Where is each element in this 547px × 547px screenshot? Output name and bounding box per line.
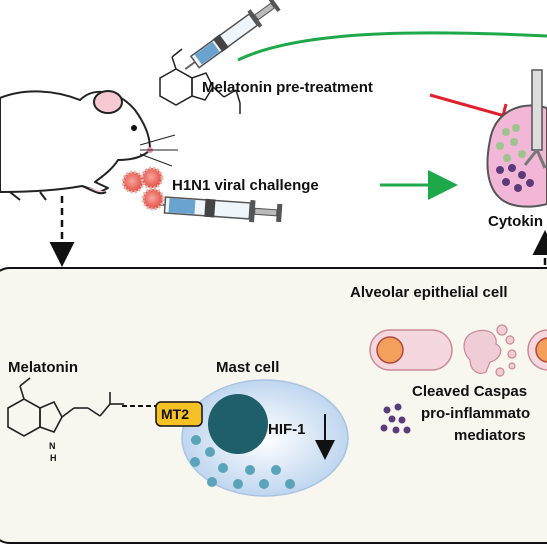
cytokine-label: Cytokin <box>488 213 543 230</box>
epithelial-cell-partial-icon <box>527 329 547 371</box>
h1n1-virus-icon <box>121 166 165 211</box>
lung-icon <box>486 69 547 208</box>
viral-challenge-label: H1N1 viral challenge <box>172 177 319 194</box>
hif-label: HIF-1 <box>268 421 306 438</box>
melatonin-structure-icon <box>7 377 124 437</box>
proinflammatory-label: pro-inflammato <box>421 405 530 422</box>
syringe-bottom-icon <box>152 196 283 223</box>
pretreatment-arc-line <box>237 31 547 62</box>
epithelial-cell-icon <box>369 329 453 371</box>
inhibit-arrow-line <box>429 93 513 120</box>
mast-cell-label: Mast cell <box>216 359 279 376</box>
pretreatment-label: Melatonin pre-treatment <box>202 79 373 96</box>
melatonin-structure-top-icon <box>159 48 241 114</box>
mast-cell-icon <box>181 379 349 497</box>
mt2-receptor-box <box>155 401 203 427</box>
melatonin-label: Melatonin <box>8 359 78 376</box>
mouse-illustration <box>0 90 178 201</box>
mediator-dots-icon <box>380 403 411 434</box>
indole-h-label: H <box>50 453 57 463</box>
alveolar-label: Alveolar epithelial cell <box>350 284 508 301</box>
mt2-label: MT2 <box>161 406 189 422</box>
mediators-label: mediators <box>454 427 526 444</box>
apoptotic-cell-icon <box>463 324 517 377</box>
indole-n-label: N <box>49 441 56 451</box>
cleaved-caspase-label: Cleaved Caspas <box>412 383 527 400</box>
syringe-top-icon <box>184 0 281 70</box>
